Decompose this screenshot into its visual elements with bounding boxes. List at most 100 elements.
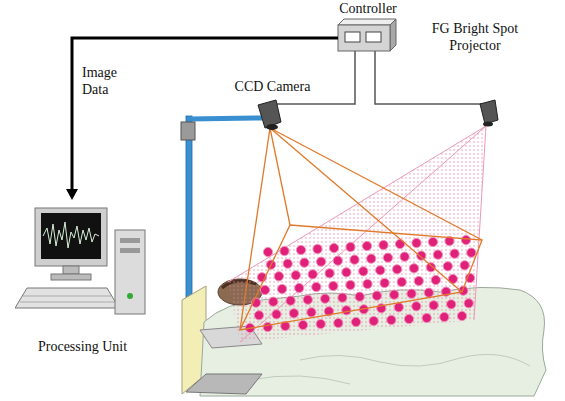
ccd-camera-icon-part (266, 124, 278, 130)
controller-unit-icon-part (345, 32, 360, 42)
bright-spot-grid (245, 235, 476, 332)
camera-frame-part (181, 122, 195, 140)
connector (66, 38, 330, 200)
processing-unit-icon-part (20, 296, 115, 302)
processing-unit-icon-part (63, 266, 79, 274)
spot-projector-icon-part (480, 100, 498, 124)
projection-beam (228, 126, 486, 342)
connector-line (320, 56, 355, 104)
controller-unit-icon-part (338, 19, 396, 25)
bright-spot (329, 243, 338, 252)
bright-spot (412, 238, 421, 247)
bright-spot (397, 277, 406, 286)
bright-spot (289, 309, 298, 318)
bright-spot (263, 322, 272, 331)
bright-spot (342, 306, 351, 315)
bright-spot (443, 262, 452, 271)
bright-spot (321, 294, 330, 303)
arrow-head (66, 189, 78, 200)
bright-spot (333, 256, 342, 265)
bright-spot (404, 314, 413, 323)
camera-view-lines-part (270, 128, 462, 292)
controller-unit-icon-part (366, 32, 381, 42)
bright-spot (362, 241, 371, 250)
processing-unit-icon-part (51, 274, 91, 280)
bright-spot (363, 279, 372, 288)
ccd-camera-icon-part (258, 100, 281, 128)
bright-spot (464, 299, 473, 308)
bright-spot (450, 249, 459, 258)
projection-beam-part (228, 126, 486, 342)
processing-unit: Processing Unit (15, 200, 150, 362)
bright-spot (457, 311, 466, 320)
connector-line (72, 38, 330, 189)
device-label: Processing Unit (38, 338, 127, 355)
bright-spot (394, 303, 403, 312)
bright-spot (272, 310, 281, 319)
processing-unit-icon-part (15, 288, 119, 308)
bright-spot (313, 244, 322, 253)
bright-spot (296, 245, 305, 254)
bright-spot (329, 281, 338, 290)
processing-unit-icon-part (35, 208, 107, 266)
bright-spot (283, 259, 292, 268)
processing-unit-icon-part (120, 238, 140, 243)
bright-spot (393, 265, 402, 274)
bright-spot (316, 319, 325, 328)
spot-projector-icon (425, 20, 525, 130)
bright-spot (422, 313, 431, 322)
bright-spot (298, 320, 307, 329)
device-label: Controller (339, 0, 397, 17)
bright-spot (395, 239, 404, 248)
bright-spot (372, 291, 381, 300)
bright-spot (317, 257, 326, 266)
bright-spot (426, 263, 435, 272)
processing-unit-icon-part (115, 230, 145, 314)
bed-part (250, 376, 350, 384)
processing-unit-icon-part (43, 222, 99, 248)
bright-spot (383, 253, 392, 262)
camera-view-lines (240, 128, 482, 330)
bright-spot (376, 266, 385, 275)
bright-spot (355, 292, 364, 301)
bright-spot (280, 246, 289, 255)
camera-frame-part (186, 116, 192, 306)
processing-unit-icon-part (120, 248, 140, 253)
controller-unit-icon-part (330, 37, 338, 40)
bright-spot (369, 316, 378, 325)
bright-spot (467, 248, 476, 257)
device-label: FG Bright Spot Projector (425, 20, 525, 54)
bright-spot (342, 268, 351, 277)
bright-spot (300, 258, 309, 267)
signal-label: Image Data (82, 64, 128, 98)
spot-projector-icon-part (483, 122, 493, 127)
bed-part (300, 354, 530, 366)
bright-spot (291, 271, 300, 280)
bright-spot (351, 317, 360, 326)
camera-frame-part (189, 118, 262, 119)
bright-spot (367, 254, 376, 263)
bright-spot (346, 280, 355, 289)
bright-spot (307, 308, 316, 317)
controller-unit-icon-part (354, 51, 356, 56)
camera-view-lines-part (240, 225, 482, 330)
bright-spot (407, 289, 416, 298)
bright-spot (274, 272, 283, 281)
bright-spot (338, 293, 347, 302)
connector (320, 56, 355, 104)
bright-spot (460, 261, 469, 270)
bright-spot (461, 235, 470, 244)
bright-spot (254, 311, 263, 320)
bright-spot (414, 276, 423, 285)
bright-spot (303, 295, 312, 304)
processing-unit-icon (15, 200, 150, 362)
bright-spot (412, 302, 421, 311)
controller-unit: Controller (330, 0, 406, 56)
controller-unit-icon-part (390, 19, 396, 51)
bright-spot (431, 275, 440, 284)
connector-line (375, 56, 425, 104)
connector (375, 56, 425, 104)
bright-spot (312, 282, 321, 291)
bright-spot (390, 290, 399, 299)
